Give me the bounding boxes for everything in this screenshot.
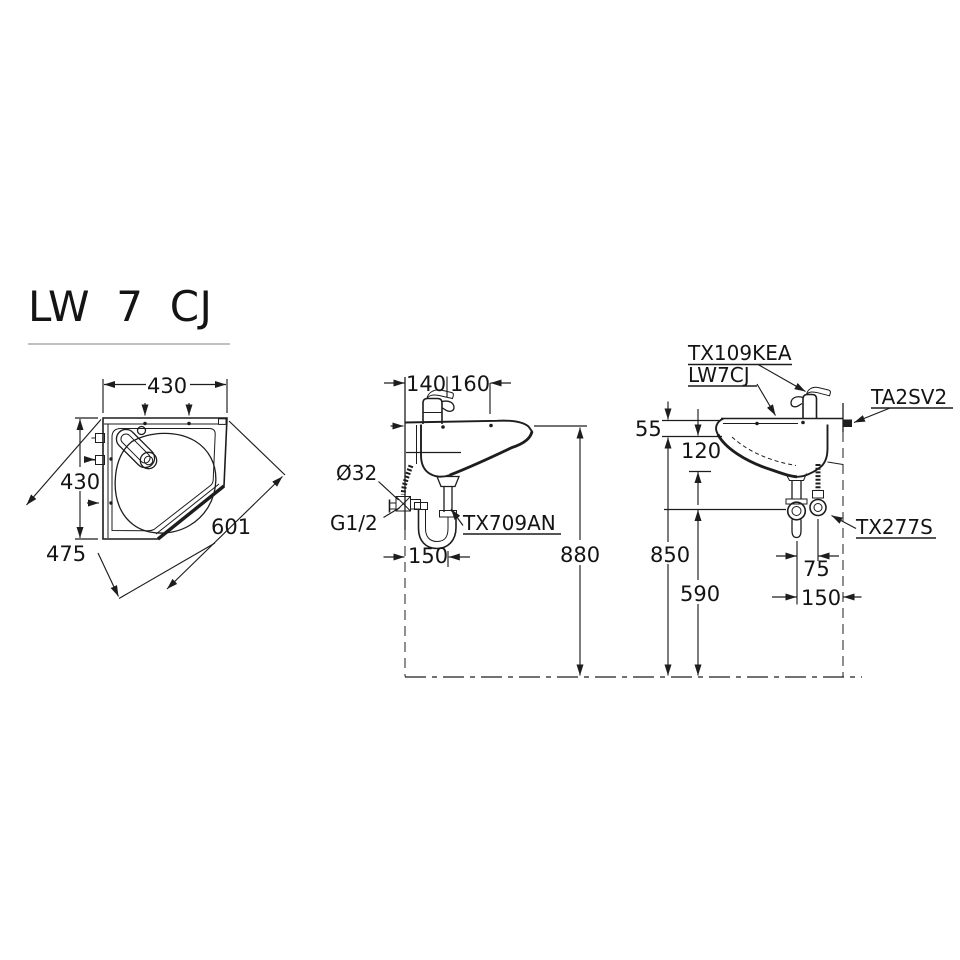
front-dimensions: 140 160 880 150 [383, 372, 600, 676]
plan-dimensions: 430 430 601 475 [26, 374, 286, 599]
drawing-title: LW 7 CJ [28, 282, 212, 331]
dim-bowl-depth: 120 [681, 439, 721, 463]
side-dimensions: 55 120 850 590 75 150 [635, 401, 862, 676]
dim-rim-height-side: 850 [650, 543, 690, 567]
label-bracket-model: TA2SV2 [870, 385, 947, 409]
label-supply-thread: G1/2 [330, 511, 378, 535]
side-view: TX109KEA LW7CJ TA2SV2 TX277S 55 [635, 341, 953, 677]
dim-supply-spacing: 75 [803, 557, 830, 581]
side-labels: TX109KEA LW7CJ TA2SV2 TX277S [687, 341, 953, 539]
front-supply-and-trap [388, 464, 457, 550]
dim-trap-offset: 150 [408, 544, 448, 568]
label-basin-model: LW7CJ [688, 363, 750, 387]
dim-spout-reach: 160 [450, 372, 490, 396]
label-trap-model: TX709AN [462, 511, 556, 535]
dim-faucet-center: 140 [406, 372, 446, 396]
front-faucet [422, 389, 455, 424]
dim-rim-thickness: 55 [635, 417, 662, 441]
plan-fixing-arrows [84, 403, 193, 507]
label-stop-valve-model: TX277S [855, 515, 933, 539]
front-view: Ø32 G1/2 TX709AN 140 160 880 150 [330, 372, 600, 677]
plan-faucet [115, 425, 158, 470]
dim-outlet-height: 590 [680, 582, 720, 606]
dim-left-depth: 430 [60, 470, 100, 494]
dim-front-edge: 601 [211, 515, 251, 539]
side-bracket-bolt [842, 419, 852, 427]
side-drain-and-supply [785, 464, 827, 539]
label-waste-diameter: Ø32 [336, 461, 377, 485]
dim-drain-spacing: 150 [801, 586, 841, 610]
front-labels: Ø32 G1/2 TX709AN [330, 461, 561, 535]
plan-view: 430 430 601 475 [26, 374, 286, 599]
label-faucet-model: TX109KEA [687, 341, 792, 365]
front-basin-outline [404, 419, 534, 512]
side-basin-outline [715, 417, 844, 479]
dim-corner-diagonal: 475 [46, 542, 86, 566]
dim-top-width: 430 [147, 374, 187, 398]
side-faucet [790, 386, 831, 418]
dim-rim-height-front: 880 [560, 543, 600, 567]
